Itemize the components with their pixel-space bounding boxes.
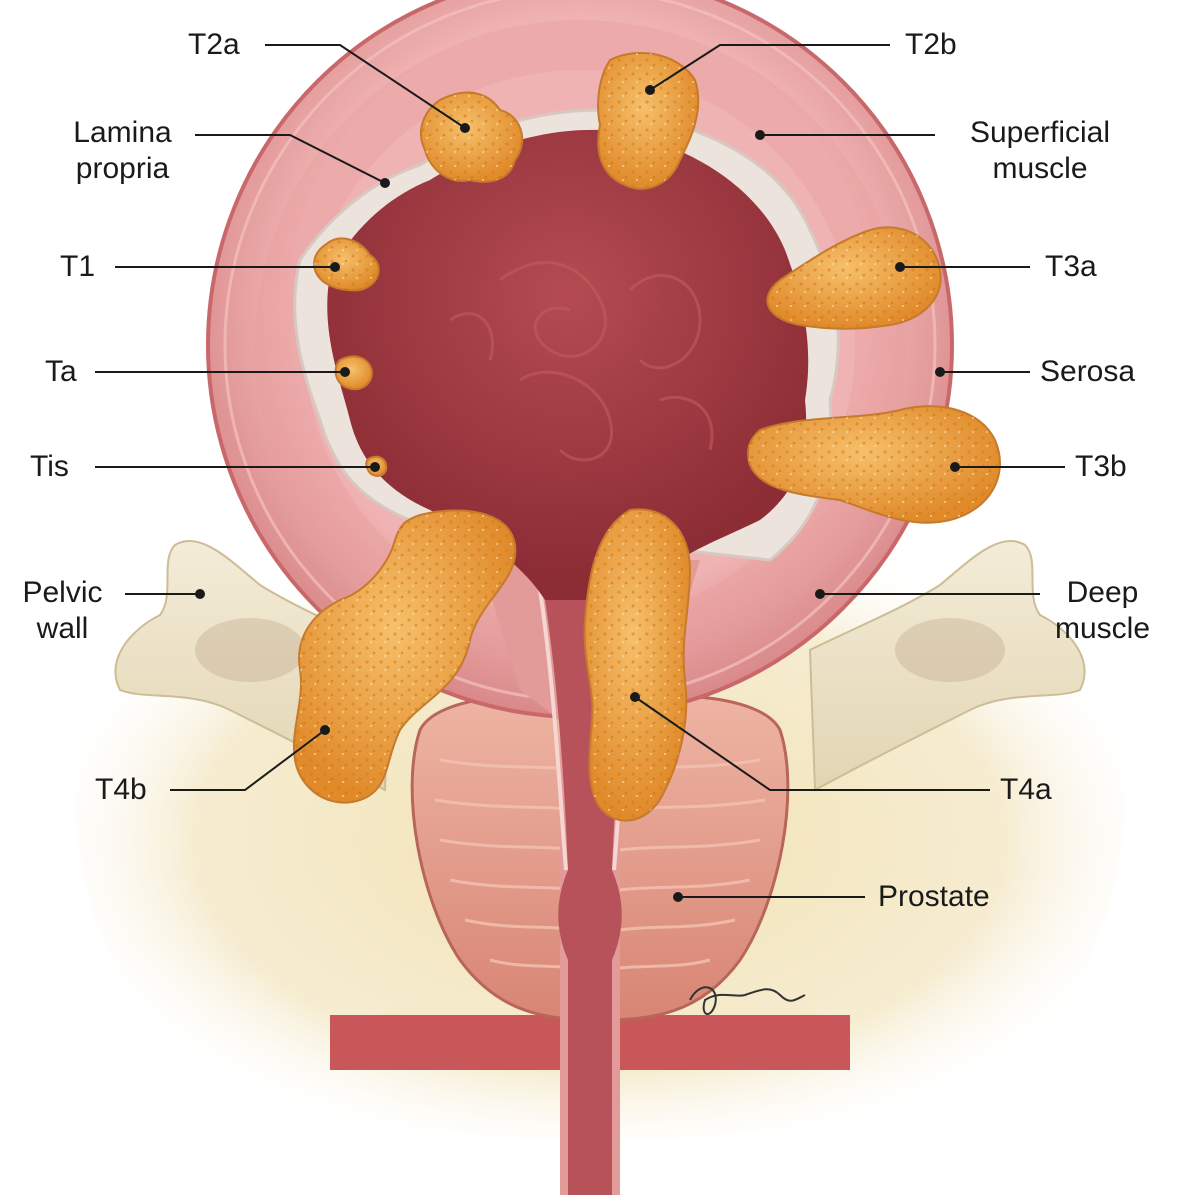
artist-signature [689, 986, 806, 1015]
label-t1: T1 [60, 250, 96, 283]
leader-t2a [265, 44, 466, 129]
label-t2b: T2b [905, 28, 957, 61]
leader-dots [195, 85, 960, 902]
label-lamina-propria: Lamina propria [73, 116, 172, 185]
label-superficial-muscle: Superficial muscle [969, 116, 1111, 185]
label-t3b: T3b [1075, 450, 1127, 483]
tumor-ta [334, 355, 374, 391]
tumor-t4a [583, 508, 692, 822]
bladder-lumen [327, 129, 809, 600]
leader-t4b [170, 729, 326, 791]
label-t2a: T2a [188, 28, 240, 61]
leader-lamina-propria [195, 134, 386, 184]
label-prostate: Prostate [878, 880, 990, 913]
tumor-t3b [747, 405, 1001, 524]
leader-t2b [649, 44, 890, 91]
label-serosa: Serosa [1040, 355, 1136, 388]
pelvic-bone-right [808, 539, 1086, 792]
leader-t4a [634, 696, 990, 791]
label-t3a: T3a [1045, 250, 1097, 283]
leader-lines [95, 44, 1065, 898]
tumor-t1 [313, 237, 380, 292]
label-deep-muscle: Deep muscle [1054, 576, 1151, 645]
tumor-t2b [597, 52, 700, 190]
label-pelvic-wall: Pelvic wall [22, 576, 103, 645]
label-ta: Ta [45, 355, 77, 388]
tumor-t3a [766, 226, 942, 330]
label-t4a: T4a [1000, 773, 1052, 806]
tumor-t4b [293, 509, 517, 804]
label-t4b: T4b [95, 773, 147, 806]
label-tis: Tis [30, 450, 69, 483]
